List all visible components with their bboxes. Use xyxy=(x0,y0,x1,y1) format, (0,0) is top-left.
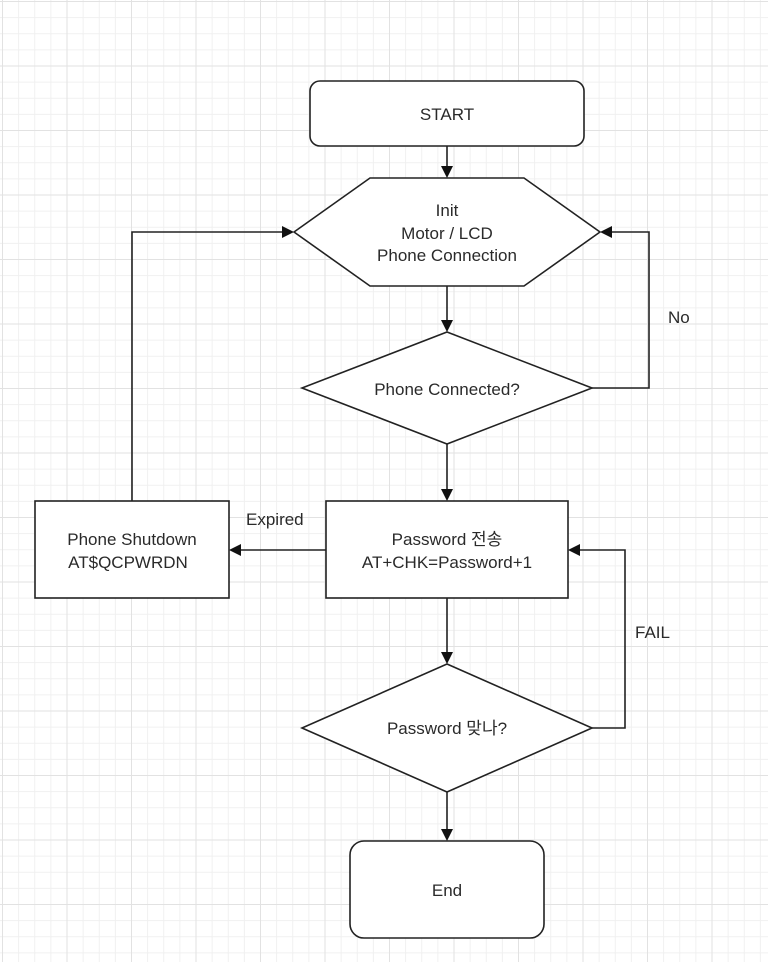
node-start[interactable]: START xyxy=(309,80,585,147)
edge-shutdown-to-init[interactable] xyxy=(131,231,286,501)
password-check-decision-shape[interactable] xyxy=(300,663,594,793)
arrowhead-icon xyxy=(441,652,453,664)
phone-connected-decision-shape[interactable] xyxy=(299,331,595,445)
phone-shutdown-label-line-2: AT$QCPWRDN xyxy=(68,553,188,572)
end-label: End xyxy=(432,881,462,900)
start-terminal-shape[interactable] xyxy=(309,80,585,147)
password-send-process-shape[interactable] xyxy=(325,500,569,599)
edge-no-loop[interactable] xyxy=(592,231,650,389)
arrowhead-icon xyxy=(568,544,580,556)
init-label-line-3: Phone Connection xyxy=(377,246,517,265)
phone-shutdown-process-shape[interactable] xyxy=(34,500,230,599)
password-send-label-line-1: Password 전송 xyxy=(392,530,503,549)
init-preparation-shape[interactable] xyxy=(292,177,602,287)
node-phone-connected[interactable]: Phone Connected? xyxy=(299,331,595,445)
arrowhead-icon xyxy=(229,544,241,556)
node-init[interactable]: Init Motor / LCD Phone Connection xyxy=(292,177,602,287)
init-label-line-1: Init xyxy=(436,201,459,220)
password-check-label: Password 맞나? xyxy=(387,719,507,738)
init-label-line-2: Motor / LCD xyxy=(401,224,493,243)
edges xyxy=(131,146,650,841)
start-label: START xyxy=(420,105,474,124)
end-terminal-shape[interactable] xyxy=(349,840,545,939)
node-end[interactable]: End xyxy=(349,840,545,939)
node-password-send[interactable]: Password 전송 AT+CHK=Password+1 xyxy=(325,500,569,599)
password-send-label-line-2: AT+CHK=Password+1 xyxy=(362,553,532,572)
arrowhead-icon xyxy=(441,489,453,501)
phone-shutdown-label-line-1: Phone Shutdown xyxy=(67,530,197,549)
arrowhead-icon xyxy=(600,226,612,238)
edge-label-expired: Expired xyxy=(246,510,304,529)
arrowhead-icon xyxy=(441,829,453,841)
edge-label-no: No xyxy=(668,308,690,327)
node-phone-shutdown[interactable]: Phone Shutdown AT$QCPWRDN xyxy=(34,500,230,599)
arrowhead-icon xyxy=(282,226,294,238)
arrowhead-icon xyxy=(441,166,453,178)
arrowhead-icon xyxy=(441,320,453,332)
phone-connected-label: Phone Connected? xyxy=(374,380,520,399)
edge-fail-loop[interactable] xyxy=(576,549,626,729)
node-password-check[interactable]: Password 맞나? xyxy=(300,663,594,793)
edge-label-fail: FAIL xyxy=(635,623,670,642)
